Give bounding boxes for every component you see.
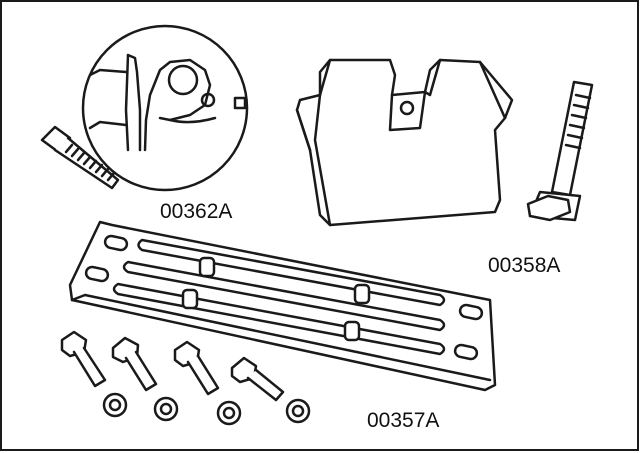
label-bar-anode: 00357A bbox=[367, 409, 439, 432]
disc-anode-hole bbox=[167, 64, 199, 96]
label-disc-anode: 00362A bbox=[160, 200, 232, 223]
disc-anode-part bbox=[81, 24, 249, 192]
bar-bolt-3 bbox=[173, 340, 220, 396]
washer-2 bbox=[153, 396, 179, 422]
bar-anode-outline bbox=[68, 220, 497, 392]
washer-1 bbox=[102, 392, 128, 418]
disc-anode-clamp bbox=[126, 53, 212, 152]
bar-anode-part bbox=[68, 220, 497, 392]
block-anode-bolt bbox=[526, 80, 594, 222]
disc-anode-bolt bbox=[40, 125, 120, 190]
block-anode-part bbox=[295, 58, 514, 227]
washer-4 bbox=[285, 398, 311, 424]
disc-anode-small-hole bbox=[200, 92, 216, 108]
disc-anode-slot bbox=[233, 96, 247, 110]
bar-bolt-1 bbox=[60, 330, 107, 388]
bar-bolt-2 bbox=[111, 336, 158, 392]
disc-anode-outline bbox=[81, 24, 249, 192]
washer-3 bbox=[216, 400, 242, 426]
washers bbox=[102, 392, 311, 426]
bar-bolt-4 bbox=[230, 356, 285, 402]
block-anode-hole bbox=[399, 100, 415, 116]
bar-anode-bolts bbox=[60, 330, 285, 402]
label-block-anode: 00358A bbox=[488, 254, 560, 277]
